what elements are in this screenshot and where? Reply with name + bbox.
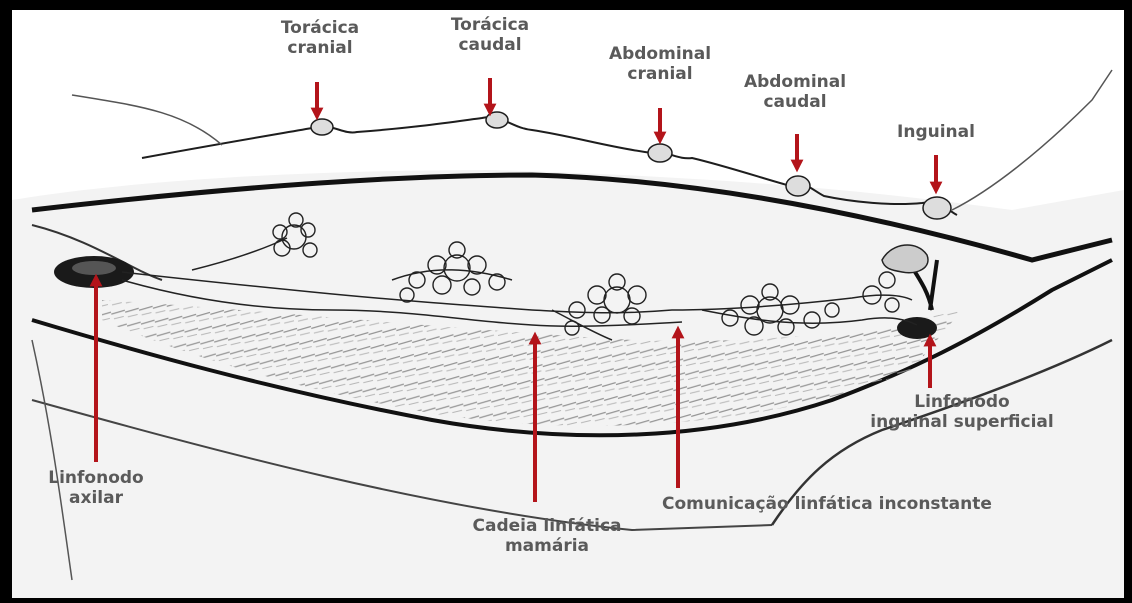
teat-toracica-cranial: [311, 119, 333, 135]
shoulder-contour: [72, 95, 222, 145]
label-line: Linfonodo: [867, 392, 1057, 412]
label-line: Linfonodo: [36, 468, 156, 488]
label-line: Comunicação linfática inconstante: [662, 494, 1052, 514]
label-line: Inguinal: [886, 122, 986, 142]
label-toracica-caudal: Torácica caudal: [440, 15, 540, 55]
label-line: Cadeia linfática: [462, 516, 632, 536]
label-abdominal-cranial: Abdominal cranial: [600, 44, 720, 84]
label-line: Abdominal: [600, 44, 720, 64]
label-line: caudal: [735, 92, 855, 112]
label-abdominal-caudal: Abdominal caudal: [735, 72, 855, 112]
label-line: inguinal superficial: [867, 412, 1057, 432]
teat-inguinal: [923, 197, 951, 219]
label-line: axilar: [36, 488, 156, 508]
teat-abdominal-caudal: [786, 176, 810, 196]
teat-abdominal-cranial: [648, 144, 672, 162]
label-line: Torácica: [440, 15, 540, 35]
label-linfonodo-inguinal: Linfonodo inguinal superficial: [867, 392, 1057, 432]
label-line: Torácica: [270, 18, 370, 38]
label-toracica-cranial: Torácica cranial: [270, 18, 370, 58]
label-line: cranial: [270, 38, 370, 58]
label-line: caudal: [440, 35, 540, 55]
label-inguinal: Inguinal: [886, 122, 986, 142]
label-line: Abdominal: [735, 72, 855, 92]
diagram-panel: Torácica cranial Torácica caudal Abdomin…: [12, 10, 1124, 598]
label-line: cranial: [600, 64, 720, 84]
label-line: mamária: [462, 536, 632, 556]
label-comunicacao: Comunicação linfática inconstante: [662, 494, 1052, 514]
label-linfonodo-axilar: Linfonodo axilar: [36, 468, 156, 508]
teat-toracica-caudal: [486, 112, 508, 128]
label-cadeia: Cadeia linfática mamária: [462, 516, 632, 556]
